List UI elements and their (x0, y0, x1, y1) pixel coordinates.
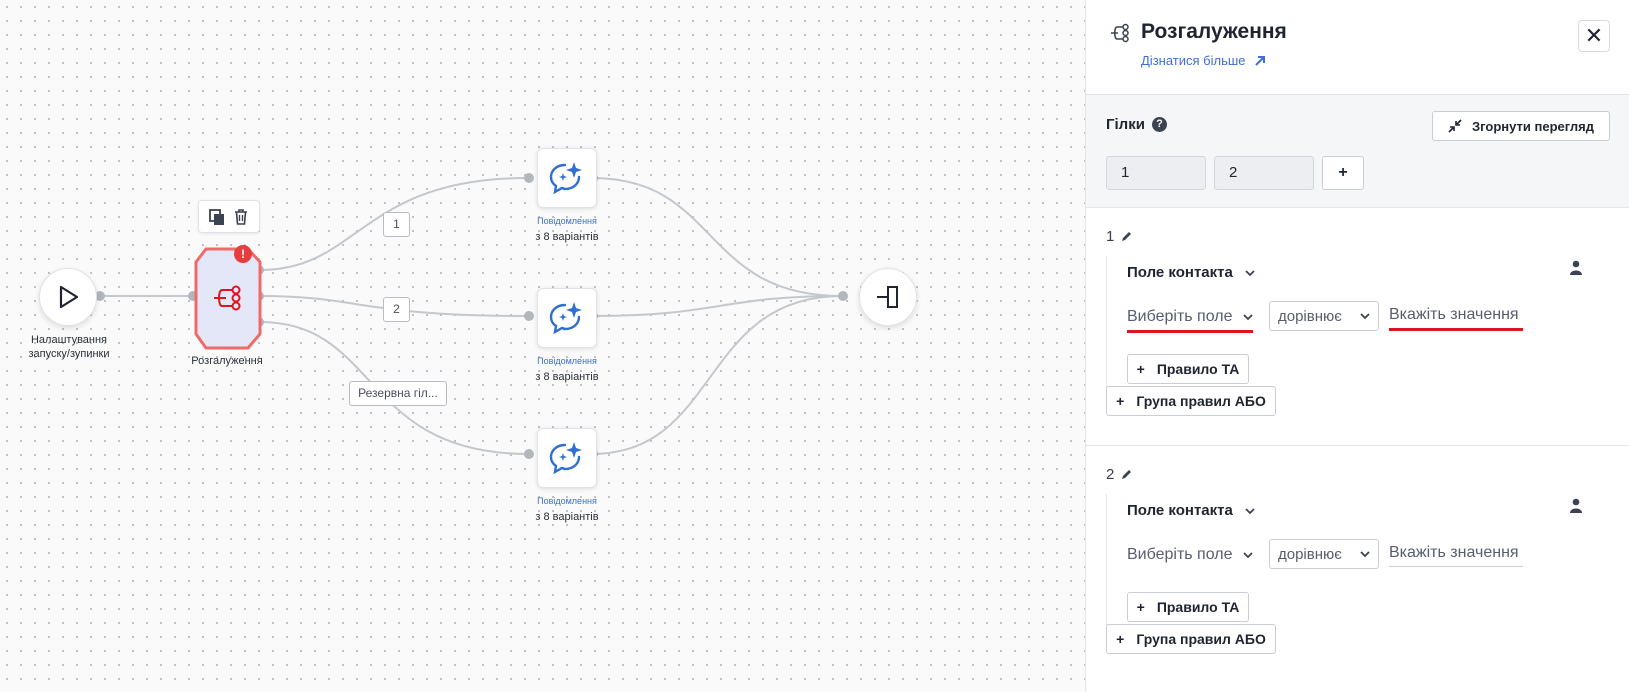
chevron-down-icon (1245, 269, 1255, 276)
add-and-rule-label: Правило ТА (1156, 599, 1240, 615)
error-badge: ! (234, 245, 252, 263)
branch-2-name-text: 2 (1106, 466, 1115, 483)
value-input[interactable]: Вкажіть значення (1389, 306, 1523, 331)
start-node-label: Налаштування запуску/зупинки (28, 334, 110, 360)
edge-label-fallback[interactable]: Резервна гіл... (349, 381, 447, 406)
plus-icon: + (1136, 361, 1145, 377)
learn-more-link[interactable]: Дізнатися більше (1141, 53, 1266, 68)
chevron-down-icon (1242, 552, 1253, 559)
operator-label: дорівнює (1278, 307, 1342, 325)
message-node-2-type: Повідомлення (537, 356, 597, 366)
message-node-3[interactable] (537, 428, 597, 488)
plus-icon: + (1136, 599, 1145, 615)
chevron-down-icon (1245, 507, 1255, 514)
condition-field-label: Поле контакта (1127, 502, 1233, 519)
message-node-1-type: Повідомлення (537, 216, 597, 226)
branch-node-label: Розгалуження (191, 355, 263, 367)
branch-1-name-text: 1 (1106, 228, 1115, 245)
condition-group: Поле контакта Виберіть поле дорівнює Вка… (1106, 256, 1610, 406)
chevron-down-icon (1360, 313, 1370, 320)
trash-icon[interactable] (232, 208, 250, 226)
start-stop-node[interactable] (39, 268, 97, 326)
add-and-rule-label: Правило ТА (1156, 361, 1240, 377)
pencil-icon[interactable] (1120, 469, 1132, 481)
chevron-down-icon (1360, 551, 1370, 558)
condition-field-dropdown[interactable]: Поле контакта (1127, 502, 1255, 519)
select-field-label: Виберіть поле (1127, 308, 1233, 325)
play-icon (59, 285, 79, 309)
ai-message-icon (549, 302, 582, 335)
condition-field-label: Поле контакта (1127, 264, 1233, 281)
person-icon (1570, 498, 1582, 513)
message-node-1[interactable] (537, 148, 597, 208)
branches-section: Гілки ? Згорнути перегляд 1 2 + (1086, 94, 1629, 208)
node-toolbar (198, 200, 260, 233)
ai-message-icon (549, 442, 582, 475)
operator-select[interactable]: дорівнює (1269, 301, 1379, 331)
branch-settings-panel: Розгалуження Дізнатися більше ✕ Гілки ? … (1085, 0, 1629, 692)
add-and-rule-button[interactable]: + Правило ТА (1127, 354, 1249, 384)
ai-message-icon (549, 162, 582, 195)
condition-group: Поле контакта Виберіть поле дорівнює Вка… (1106, 494, 1610, 644)
branch-tab-1[interactable]: 1 (1106, 156, 1206, 190)
pencil-icon[interactable] (1120, 231, 1132, 243)
branches-title: Гілки ? (1106, 116, 1167, 133)
add-or-group-button[interactable]: + Група правил АБО (1106, 624, 1276, 654)
operator-select[interactable]: дорівнює (1269, 539, 1379, 569)
branch-node-shape[interactable] (194, 247, 262, 350)
panel-title: Розгалуження (1141, 20, 1287, 43)
help-icon[interactable]: ? (1151, 117, 1167, 132)
exit-icon (877, 286, 898, 308)
add-and-rule-button[interactable]: + Правило ТА (1127, 592, 1249, 622)
edge-label-branch-1[interactable]: 1 (383, 212, 410, 237)
condition-field-dropdown[interactable]: Поле контакта (1127, 264, 1255, 281)
plus-icon: + (1116, 631, 1125, 647)
message-node-2-caption: з 8 варіантів (535, 371, 599, 383)
connection-lines (95, 173, 848, 459)
collapse-view-button[interactable]: Згорнути перегляд (1432, 111, 1610, 141)
branch-icon (214, 285, 241, 311)
message-node-3-caption: з 8 варіантів (535, 511, 599, 523)
external-link-icon (1254, 55, 1265, 66)
message-node-2[interactable] (537, 288, 597, 348)
flow-canvas[interactable]: Налаштування запуску/зупинки ! Розгалуже… (0, 0, 1085, 692)
branch-tab-2[interactable]: 2 (1214, 156, 1314, 190)
branch-1-name[interactable]: 1 (1106, 228, 1132, 245)
add-or-group-button[interactable]: + Група правил АБО (1106, 386, 1276, 416)
operator-label: дорівнює (1278, 545, 1342, 563)
message-node-3-type: Повідомлення (537, 496, 597, 506)
branch-icon (1111, 23, 1129, 43)
branch-2-block: 2 Поле контакта Виберіть поле дорівнює (1086, 448, 1629, 692)
close-button[interactable]: ✕ (1578, 20, 1610, 52)
add-branch-button[interactable]: + (1322, 156, 1364, 190)
value-input[interactable]: Вкажіть значення (1389, 544, 1523, 567)
select-field-dropdown[interactable]: Виберіть поле (1127, 308, 1253, 333)
panel-header: Розгалуження Дізнатися більше ✕ (1086, 0, 1629, 94)
person-icon (1570, 260, 1582, 275)
copy-icon[interactable] (208, 208, 226, 226)
branch-divider (1086, 445, 1629, 446)
learn-more-label: Дізнатися більше (1141, 53, 1246, 68)
chevron-down-icon (1242, 314, 1253, 321)
branches-title-text: Гілки (1106, 116, 1145, 133)
select-field-dropdown[interactable]: Виберіть поле (1127, 546, 1253, 568)
end-node[interactable] (859, 268, 917, 326)
select-field-label: Виберіть поле (1127, 546, 1233, 563)
plus-icon: + (1116, 393, 1125, 409)
collapse-icon (1448, 119, 1462, 133)
collapse-view-label: Згорнути перегляд (1472, 118, 1594, 134)
message-node-1-caption: з 8 варіантів (535, 231, 599, 243)
edge-label-branch-2[interactable]: 2 (383, 297, 410, 322)
branch-1-block: 1 Поле контакта Виберіть поле дорівнює (1086, 210, 1629, 446)
branch-2-name[interactable]: 2 (1106, 466, 1132, 483)
add-or-group-label: Група правил АБО (1136, 393, 1266, 409)
add-or-group-label: Група правил АБО (1136, 631, 1266, 647)
